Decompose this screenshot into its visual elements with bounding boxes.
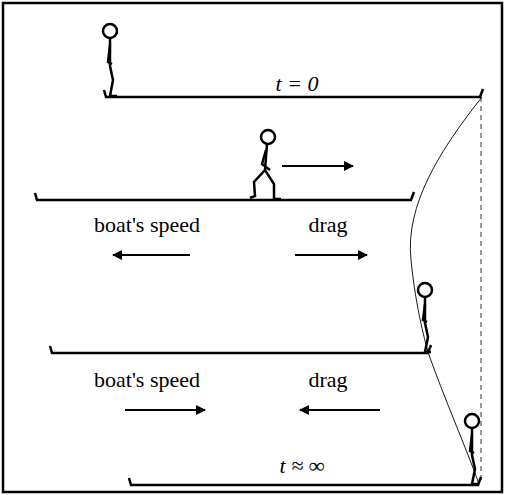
force-label: boat's speed [94, 214, 200, 236]
stick-figure [103, 24, 117, 96]
trajectory-curve [410, 97, 482, 484]
force-label: drag [308, 214, 347, 236]
boat [50, 345, 431, 353]
force-label: drag [308, 369, 347, 391]
boat [35, 192, 414, 200]
drag-arrow [300, 409, 380, 411]
time-label: t = 0 [276, 73, 319, 95]
drag-arrow [295, 254, 367, 256]
reference-line [481, 97, 482, 484]
speed-arrow [113, 254, 190, 256]
stick-figure [250, 130, 281, 199]
force-label: boat's speed [94, 369, 200, 391]
frame [3, 3, 502, 492]
stick-figure [465, 414, 479, 484]
time-label: t ≈ ∞ [280, 455, 325, 477]
speed-arrow [125, 409, 205, 411]
walk-arrow [282, 165, 353, 167]
boat [129, 477, 481, 485]
stick-figure [418, 283, 432, 352]
